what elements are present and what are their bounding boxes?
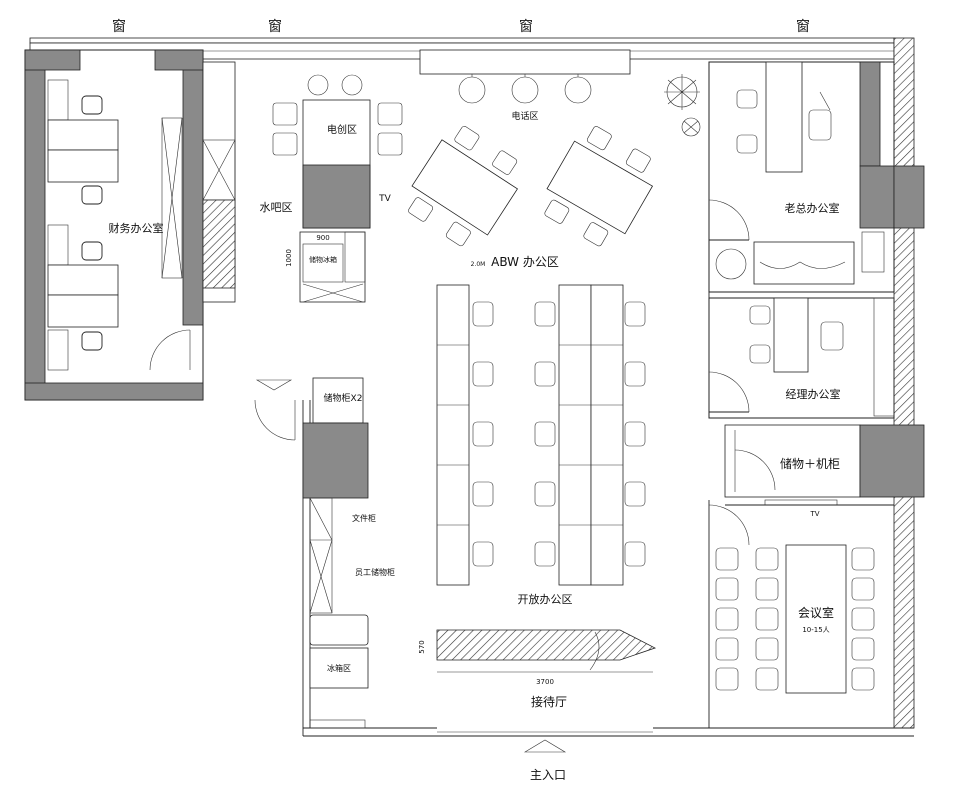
dim-900: 900 bbox=[316, 234, 329, 242]
reception-label: 接待厅 bbox=[531, 694, 567, 709]
water-bar-area: 水吧区 bbox=[202, 61, 293, 303]
arrow-icon bbox=[255, 379, 293, 391]
power-zone-label: 电创区 bbox=[327, 123, 357, 136]
boss-office-label: 老总办公室 bbox=[785, 201, 840, 215]
window-label-2: 窗 bbox=[268, 18, 282, 35]
counter-fridge-label: 储物冰箱 bbox=[309, 255, 337, 264]
storage-server-label: 储物＋机柜 bbox=[780, 456, 840, 471]
finance-office-label: 财务办公室 bbox=[109, 221, 164, 235]
abw-small-label: 2.0M bbox=[471, 261, 486, 268]
phone-zone-label: 电话区 bbox=[511, 110, 538, 122]
meeting-room: 会议室 10-15人 bbox=[708, 500, 894, 728]
window-label-1: 窗 bbox=[112, 18, 126, 35]
boss-office: 老总办公室 bbox=[708, 61, 925, 415]
manager-office: 经理办公室 bbox=[708, 297, 895, 419]
open-office-label: 开放办公区 bbox=[518, 592, 573, 606]
entrance-arrow-icon bbox=[523, 739, 567, 753]
right-exterior-wall bbox=[893, 37, 915, 729]
window-label-4: 窗 bbox=[796, 18, 810, 35]
water-bar-label: 水吧区 bbox=[260, 201, 293, 214]
abw-area: ABW 办公区 2.0M bbox=[408, 126, 654, 269]
dim-1000: 1000 bbox=[285, 249, 293, 267]
tv-label: TV bbox=[378, 194, 391, 204]
reception-desk: 3700 570 接待厅 bbox=[418, 629, 657, 709]
abw-label: ABW 办公区 bbox=[491, 254, 559, 269]
pantry-label: 冰箱区 bbox=[327, 663, 351, 673]
phone-zone: 电话区 bbox=[419, 49, 631, 122]
left-wing-storage: 储物柜X2 文件柜 员工储物柜 冰箱区 bbox=[254, 377, 395, 729]
power-zone: 电创区 TV 900 1000 储物冰箱 bbox=[272, 74, 403, 303]
meeting-room-label: 会议室 bbox=[798, 605, 834, 620]
file-cabinet-label: 文件柜 bbox=[352, 513, 376, 523]
meeting-tv-label: TV bbox=[809, 510, 819, 518]
entrance-label: 主入口 bbox=[530, 768, 566, 782]
finance-office: 财务办公室 bbox=[24, 49, 204, 401]
storage-x2-label: 储物柜X2 bbox=[324, 392, 363, 404]
open-office-area: 开放办公区 bbox=[436, 284, 646, 606]
manager-office-label: 经理办公室 bbox=[786, 387, 841, 401]
main-entrance: 主入口 bbox=[437, 731, 653, 782]
window-labels: 窗 窗 窗 窗 bbox=[112, 18, 810, 35]
plant-icon bbox=[664, 74, 701, 137]
window-label-3: 窗 bbox=[519, 18, 533, 35]
storage-server-room: 储物＋机柜 TV bbox=[724, 424, 925, 518]
meeting-capacity: 10-15人 bbox=[802, 626, 829, 634]
staff-lockers-label: 员工储物柜 bbox=[355, 567, 395, 577]
desk-depth-label: 570 bbox=[418, 640, 426, 653]
desk-length-label: 3700 bbox=[536, 678, 554, 686]
